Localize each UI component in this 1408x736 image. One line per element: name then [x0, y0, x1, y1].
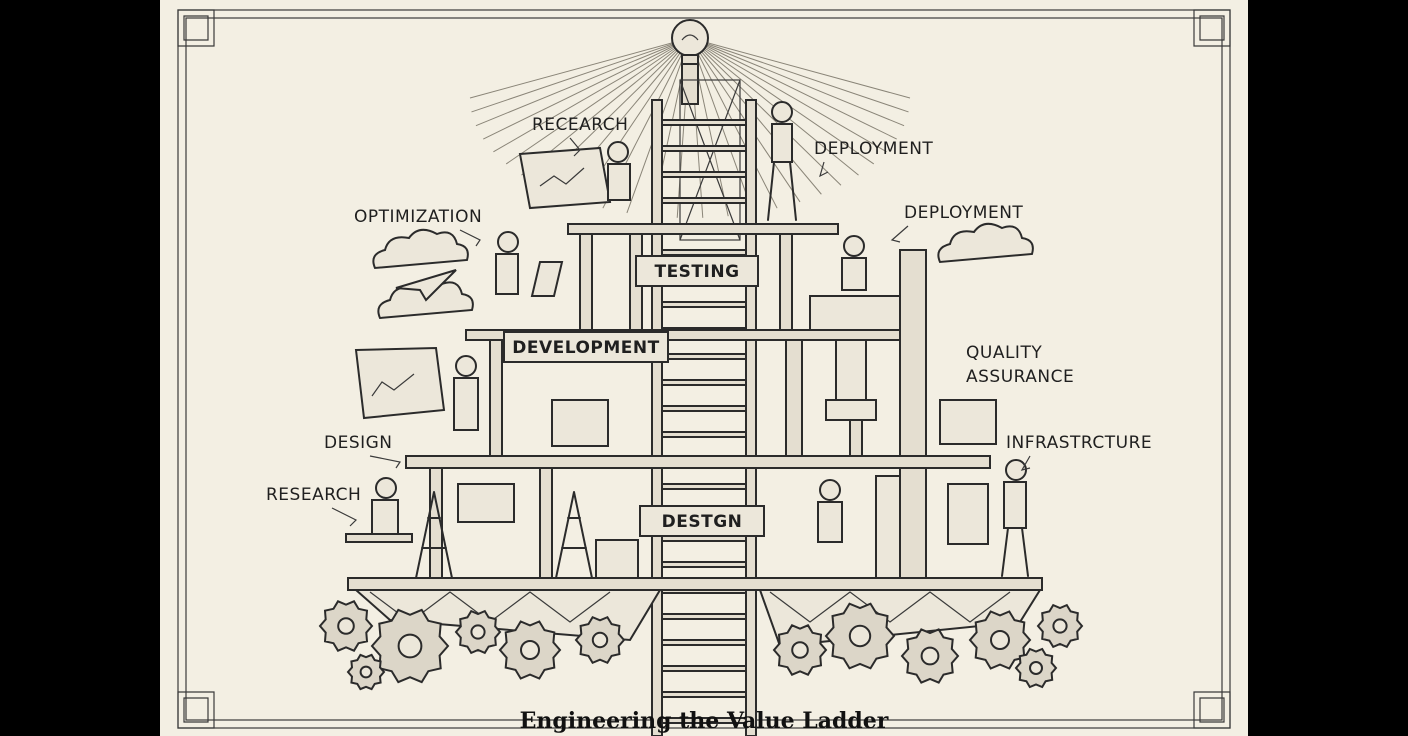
light-ray [493, 37, 691, 153]
cloud-left-icon [372, 228, 474, 320]
label-research-left: RESEARCH [266, 485, 361, 505]
ladder-rung [661, 379, 747, 386]
plate-development: DEVELOPMENT [503, 331, 669, 363]
gear-icon [346, 653, 386, 691]
gear-icon [772, 624, 828, 676]
paper-plane-icon [395, 269, 457, 302]
light-ray [505, 37, 691, 165]
gear-icon [968, 610, 1032, 670]
gear-icon [824, 602, 896, 670]
gear-icon [574, 615, 626, 665]
label-infrastructure: INFRASTRCTURE [1006, 433, 1152, 453]
ladder-rung [661, 639, 747, 646]
worker-quality [817, 479, 843, 543]
plate-testing-text: TESTING [654, 262, 739, 282]
gear-icon [370, 608, 450, 684]
laptop-icon [530, 261, 564, 297]
ladder-rung [661, 561, 747, 568]
light-ray [689, 37, 842, 186]
gear-icon [1014, 647, 1058, 689]
plate-design-text: DESTGN [662, 512, 743, 532]
plate-testing: TESTING [635, 255, 759, 287]
drawing-board-left [354, 346, 446, 420]
cloud-right-icon [937, 222, 1034, 264]
gear-icon [1036, 603, 1084, 649]
ladder-rung [661, 171, 747, 178]
worker-research-left [345, 477, 413, 543]
ladder-rung [661, 119, 747, 126]
worker-deployment [841, 235, 867, 291]
worker-top [767, 101, 797, 221]
ladder-rung [661, 249, 747, 256]
label-deployment-top: DEPLOYMENT [814, 139, 933, 159]
light-ray [689, 37, 909, 113]
worker-research [607, 141, 631, 201]
light-ray [475, 37, 691, 127]
central-tower [679, 63, 741, 241]
worker-design [453, 355, 479, 431]
gear-icon [900, 628, 960, 684]
label-optimization: OPTIMIZATION [354, 207, 482, 227]
callout-labels: RECEARCH DEPLOYMENT OPTIMIZATION DEPLOYM… [266, 115, 1152, 527]
plate-design: DESTGN [639, 505, 765, 537]
ladder-rung [661, 717, 747, 724]
light-ray [471, 37, 691, 113]
label-deployment-right: DEPLOYMENT [904, 203, 1023, 223]
workers [345, 101, 1029, 577]
ladder-rung [661, 197, 747, 204]
drawing-board-top [518, 146, 612, 210]
gear-icon [454, 609, 502, 655]
gear-icon [498, 620, 562, 680]
ladder-rung [661, 691, 747, 698]
diagram-title: Engineering the Value Ladder [520, 708, 889, 734]
ladder-rung [661, 353, 747, 360]
ladder-rung [661, 665, 747, 672]
light-ray [483, 37, 691, 140]
label-design: DESIGN [324, 433, 393, 453]
light-ray [689, 37, 911, 99]
label-assurance: ASSURANCE [966, 367, 1074, 387]
plate-development-text: DEVELOPMENT [512, 338, 660, 358]
worker-infrastructure [1001, 459, 1029, 577]
label-research-top: RECEARCH [532, 115, 628, 135]
light-ray [689, 37, 897, 140]
support-posts [415, 233, 927, 579]
ladder-rung [661, 613, 747, 620]
light-ray [689, 37, 905, 127]
light-ray [689, 37, 875, 165]
light-ray [689, 37, 887, 153]
value-ladder-illustration: TESTING DEVELOPMENT DESTGN RECEARCH DEPL… [177, 9, 1231, 736]
ladder-rung [661, 431, 747, 438]
platforms [347, 223, 1043, 591]
lightbulb-icon [671, 19, 709, 66]
machinery [457, 295, 997, 579]
ladder-rung [661, 483, 747, 490]
gear-icon [318, 600, 374, 652]
ladder-rung [661, 145, 747, 152]
light-ray [469, 37, 691, 99]
ladder-rung [661, 405, 747, 412]
ladder-rung [661, 301, 747, 308]
diagram-paper: TESTING DEVELOPMENT DESTGN RECEARCH DEPL… [160, 0, 1248, 736]
worker-optimization [495, 231, 519, 295]
gears [318, 600, 1084, 691]
label-quality: QUALITY [966, 343, 1042, 363]
